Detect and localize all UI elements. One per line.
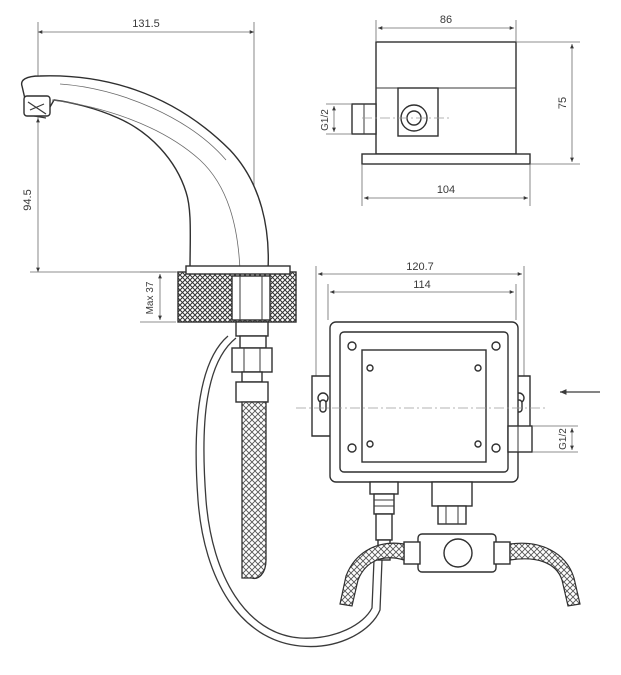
box-top-width-label: 86: [440, 14, 452, 26]
control-thread-label: G1/2: [558, 428, 569, 450]
dimension-box-height: 75: [516, 41, 580, 165]
faucet-reach-label: 131.5: [132, 18, 160, 30]
supply-hose-right: [509, 542, 581, 607]
dimension-control-thread: G1/2: [532, 425, 578, 453]
faucet-height-label: 94.5: [22, 189, 34, 210]
dimension-box-base-width: 104: [361, 164, 531, 206]
mixing-valve: [403, 533, 511, 573]
concealed-box: 86 75 104 G1/2: [320, 14, 580, 206]
box-thread-label: G1/2: [320, 109, 331, 131]
control-box: 120.7 114: [296, 261, 600, 607]
faucet: 131.5 94.5: [20, 18, 383, 648]
cable-connector: [369, 481, 399, 561]
base-nut: [177, 265, 297, 323]
dimension-box-thread: G1/2: [320, 103, 352, 135]
shank: [231, 321, 273, 403]
dimension-control-outer-width: 120.7: [315, 261, 525, 376]
dimension-deck-thickness: Max 37: [140, 271, 176, 323]
dimension-control-inner-width: 114: [327, 279, 517, 320]
box-base-width-label: 104: [437, 184, 455, 196]
aerator: [23, 95, 51, 119]
valve-outlet: [431, 481, 473, 525]
control-outer-width-label: 120.7: [406, 261, 434, 273]
dimension-box-top-width: 86: [375, 14, 517, 42]
braided-hose: [241, 401, 267, 580]
supply-hose-left: [339, 542, 405, 607]
deck-thickness-label: Max 37: [145, 281, 156, 314]
sensor-cable: [195, 335, 383, 648]
control-inner-width-label: 114: [413, 279, 431, 291]
box-height-label: 75: [557, 97, 569, 109]
mounting-slot-left: [317, 392, 329, 413]
